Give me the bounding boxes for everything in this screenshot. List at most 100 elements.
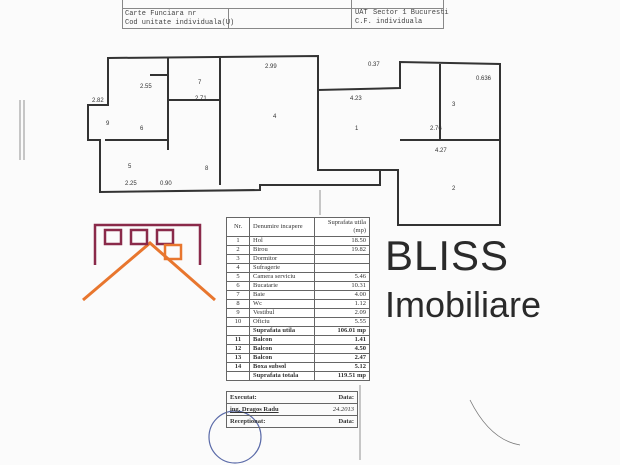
row-area: 5.46	[314, 272, 370, 282]
receptionat-label: Receptionat:	[230, 418, 266, 425]
row-number: 6	[226, 281, 250, 291]
row-number: 12	[226, 344, 250, 354]
row-number: 11	[226, 335, 250, 345]
row-area	[314, 263, 370, 273]
logo-house-icon	[82, 223, 216, 302]
subtotal-area: 106.01 mp	[314, 326, 370, 336]
uat-label: UAT	[355, 9, 368, 17]
dim-label: 2.82	[92, 98, 104, 104]
row-number: 4	[226, 263, 250, 273]
row-name: Bucatarie	[249, 281, 315, 291]
room-number: 4	[273, 114, 277, 120]
row-name: Camera serviciu	[249, 272, 315, 282]
row-number: 1	[226, 236, 250, 246]
date-label: Data:	[338, 394, 354, 401]
room-number: 7	[198, 80, 202, 86]
row-name: Vestibul	[249, 308, 315, 318]
total-area: 119.51 mp	[314, 371, 370, 381]
dim-label: 0.90	[160, 181, 172, 187]
dim-label: 0.636	[476, 76, 492, 82]
row-area	[314, 254, 370, 264]
row-area: 1.12	[314, 299, 370, 309]
engineer-name: ing. Dragos Radu	[230, 406, 279, 413]
row-area: 2.09	[314, 308, 370, 318]
row-name: Balcon	[249, 344, 315, 354]
header-name: Denumire incapere	[249, 217, 315, 237]
row-area: 5.12	[314, 362, 370, 372]
dim-label: 4.27	[435, 148, 447, 154]
row-name: Baie	[249, 290, 315, 300]
row-name: Sufragerie	[249, 263, 315, 273]
room-number: 6	[140, 126, 144, 132]
row-name: Boxa subsol	[249, 362, 315, 372]
date-label-2: Data:	[338, 418, 354, 425]
row-number: 2	[226, 245, 250, 255]
row-name: Wc	[249, 299, 315, 309]
row-name: Dormitor	[249, 254, 315, 264]
room-number: 1	[355, 126, 359, 132]
header-nr: Nr.	[226, 217, 250, 237]
row-name: Hol	[249, 236, 315, 246]
row-name: Birou	[249, 245, 315, 255]
stamp	[208, 410, 262, 464]
executant-label: Executat:	[230, 394, 257, 401]
row-number: 3	[226, 254, 250, 264]
room-number: 8	[205, 166, 209, 172]
row-name: Balcon	[249, 335, 315, 345]
row-name: Oficiu	[249, 317, 315, 327]
dim-label: 2.25	[125, 181, 137, 187]
date-value: 24.2013	[332, 406, 354, 413]
row-area: 4.00	[314, 290, 370, 300]
header-area: Suprafata utila (mp)	[314, 217, 370, 237]
row-number: 9	[226, 308, 250, 318]
logo-name: BLISS	[385, 232, 510, 279]
logo-sub: Imobiliare	[385, 284, 542, 325]
dim-label: 4.23	[350, 96, 362, 102]
row-area: 5.55	[314, 317, 370, 327]
room-number: 3	[452, 102, 456, 108]
row-number: 10	[226, 317, 250, 327]
dim-label: 2.55	[140, 84, 152, 90]
row-number: 8	[226, 299, 250, 309]
row-area: 4.50	[314, 344, 370, 354]
dim-label: 0.37	[368, 62, 380, 68]
cf-individuala: C.F. individuala	[355, 18, 423, 26]
uat-value: Sector 1 Bucuresti	[373, 9, 449, 17]
room-number: 5	[128, 164, 132, 170]
row-number: 5	[226, 272, 250, 282]
row-number: 13	[226, 353, 250, 363]
room-number: 9	[106, 121, 110, 127]
row-area: 18.50	[314, 236, 370, 246]
header-form: Carte Funciara nr Cod unitate individual…	[122, 0, 449, 29]
dim-label: 2.71	[195, 96, 207, 102]
room-number: 2	[452, 186, 456, 192]
subtotal-label: Suprafata utila	[249, 326, 315, 336]
dim-label: 2.99	[265, 64, 277, 70]
cod-unitate-label: Cod unitate individuala(U)	[125, 19, 235, 27]
row-name: Balcon	[249, 353, 315, 363]
total-label: Suprafata totala	[249, 371, 315, 381]
row-area: 10.31	[314, 281, 370, 291]
dim-label: 2.76	[430, 126, 442, 132]
row-number: 7	[226, 290, 250, 300]
row-area: 19.82	[314, 245, 370, 255]
signature-block: Executat: Data: ing. Dragos Radu 24.2013 R…	[226, 391, 358, 428]
